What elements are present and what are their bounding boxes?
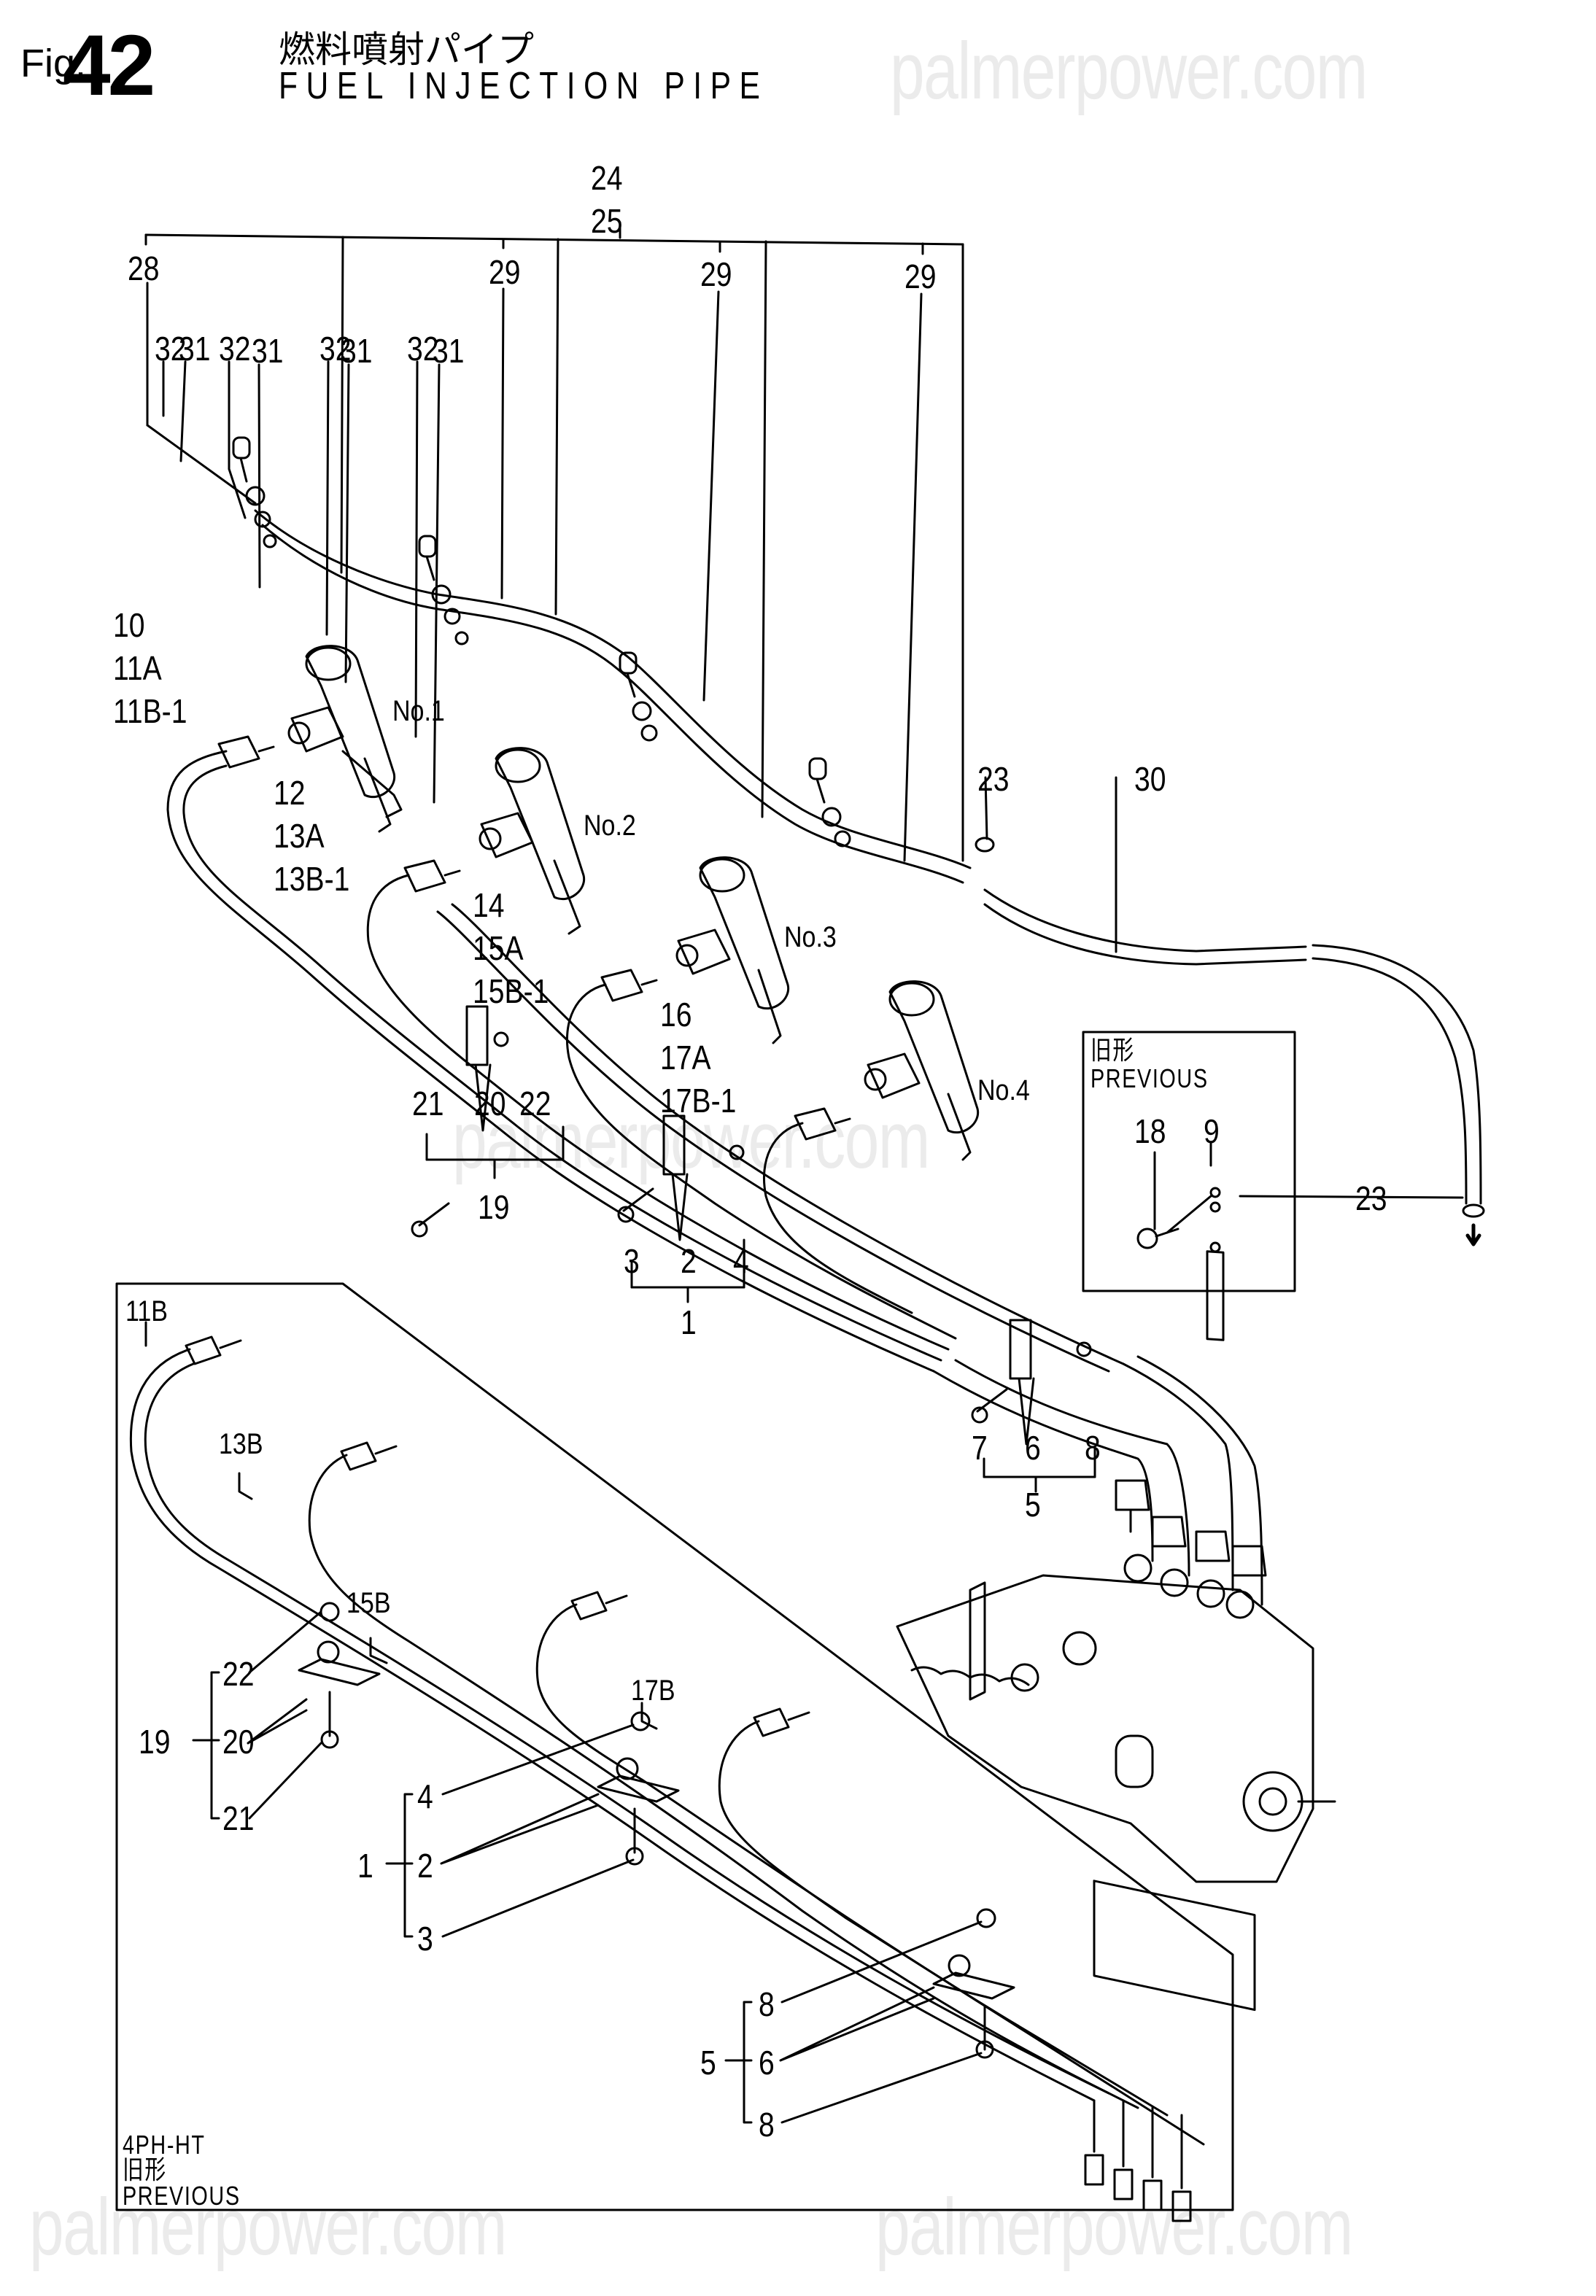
callout-32: 32 xyxy=(407,330,439,368)
callout-31: 31 xyxy=(252,332,284,370)
previous-box-large-title-en: PREVIOUS xyxy=(123,2181,241,2211)
callout-22: 22 xyxy=(519,1085,551,1122)
callout-24-25: 24 25 xyxy=(591,159,623,240)
callout-8: 8 xyxy=(759,1985,775,2023)
callout-21: 21 xyxy=(412,1085,444,1122)
watermark: palmerpower.com xyxy=(890,26,1368,116)
banjo-bolts xyxy=(232,436,851,848)
callout-9: 9 xyxy=(1204,1112,1220,1150)
callout-29: 29 xyxy=(489,253,521,291)
callout-13B: 13B xyxy=(219,1428,263,1460)
figure-number: 42 xyxy=(63,18,155,114)
leak-off-pipe xyxy=(254,509,1485,1246)
callout-6: 6 xyxy=(1025,1429,1041,1467)
callout-4: 4 xyxy=(733,1242,749,1280)
callout-29: 29 xyxy=(904,257,937,295)
previous-box-large xyxy=(115,1282,1234,2211)
callout-29: 29 xyxy=(700,255,732,293)
leader-lines-previous xyxy=(144,1321,983,2124)
callout-injector2-parts: 12 13A 13B-1 xyxy=(274,774,350,898)
callout-2: 2 xyxy=(417,1847,433,1885)
previous-box-small-title-jp: 旧形 xyxy=(1091,1036,1135,1066)
title-english: FUEL INJECTION PIPE xyxy=(279,65,769,107)
callout-7: 7 xyxy=(972,1429,988,1467)
callout-17B: 17B xyxy=(631,1675,675,1707)
callout-31: 31 xyxy=(341,332,373,370)
previous-box-large-model: 4PH-HT xyxy=(123,2130,206,2160)
callout-23: 23 xyxy=(977,760,1010,798)
previous-box-large-title-jp: 旧形 xyxy=(123,2155,167,2185)
callout-1: 1 xyxy=(681,1303,697,1341)
callout-3: 3 xyxy=(624,1242,640,1280)
leader-lines-top xyxy=(144,221,964,862)
watermark: palmerpower.com xyxy=(452,1095,930,1185)
injector-no4 xyxy=(864,980,980,1161)
callout-18: 18 xyxy=(1134,1112,1166,1150)
pipe-fittings-previous xyxy=(185,1335,1192,2222)
injection-pipes xyxy=(166,750,1263,1606)
callout-injector3-parts: 14 15A 15B-1 xyxy=(473,886,549,1010)
figure-prefix: Fig. xyxy=(20,42,87,85)
label-no4: No.4 xyxy=(977,1074,1030,1106)
previous-box-small-title-en: PREVIOUS xyxy=(1091,1063,1209,1093)
callout-30: 30 xyxy=(1134,760,1166,798)
previous-box-small xyxy=(1082,1031,1296,1292)
callout-2: 2 xyxy=(681,1242,697,1280)
injection-pump xyxy=(896,1554,1336,2012)
injector-no2 xyxy=(479,747,586,935)
clamps-previous xyxy=(298,1602,1015,2059)
label-no3: No.3 xyxy=(784,921,837,953)
callout-6: 6 xyxy=(759,2044,775,2082)
callout-1: 1 xyxy=(357,1847,373,1885)
callout-23: 23 xyxy=(1355,1179,1387,1217)
callout-5: 5 xyxy=(700,2044,716,2082)
callout-31: 31 xyxy=(433,332,465,370)
callout-20: 20 xyxy=(474,1085,506,1122)
label-no2: No.2 xyxy=(584,810,636,842)
bracket-plate-9 xyxy=(1136,1142,1225,1341)
pipe-fittings xyxy=(217,735,1267,1577)
callout-11B: 11B xyxy=(125,1295,168,1327)
callout-8: 8 xyxy=(759,2106,775,2144)
callout-injector1-parts: 10 11A 11B-1 xyxy=(113,606,187,730)
callout-injector4-parts: 16 17A 17B-1 xyxy=(660,996,737,1120)
callout-32: 32 xyxy=(155,330,187,368)
callout-19: 19 xyxy=(478,1188,510,1226)
watermark: palmerpower.com xyxy=(29,2182,507,2272)
callout-31: 31 xyxy=(179,330,211,368)
injector-no1 xyxy=(287,645,403,833)
label-no1: No.1 xyxy=(392,695,445,727)
callout-28: 28 xyxy=(128,249,160,287)
injection-pipes-previous xyxy=(129,1348,1205,2190)
callout-19: 19 xyxy=(139,1723,171,1761)
callout-32: 32 xyxy=(219,330,251,368)
callout-3: 3 xyxy=(417,1920,433,1958)
callout-8: 8 xyxy=(1085,1429,1101,1467)
callout-20: 20 xyxy=(222,1723,255,1761)
injector-no3 xyxy=(675,856,790,1044)
title-japanese: 燃料噴射パイプ xyxy=(279,28,534,71)
callout-32: 32 xyxy=(319,330,352,368)
callout-4: 4 xyxy=(417,1777,433,1815)
pipe-clamps xyxy=(411,1005,1092,1446)
callout-21: 21 xyxy=(222,1799,255,1837)
leader-lines-mid xyxy=(425,1125,1096,1493)
callout-15B: 15B xyxy=(346,1587,391,1619)
callout-22: 22 xyxy=(222,1655,255,1693)
callout-5: 5 xyxy=(1025,1486,1041,1524)
